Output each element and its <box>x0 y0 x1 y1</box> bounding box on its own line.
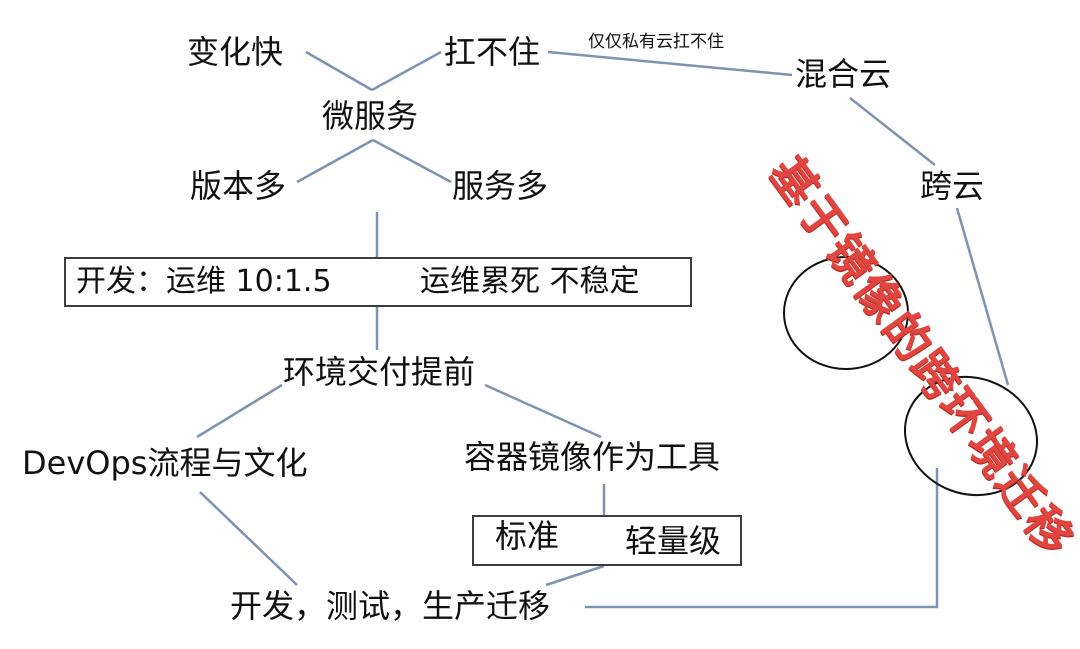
link-microservices-to-versions <box>296 138 374 184</box>
link-change-fast-to-microservices <box>305 50 373 92</box>
node-cannot-hold: 扛不住 <box>444 33 541 71</box>
node-many-services: 服务多 <box>452 167 549 205</box>
link-small-box-to-final <box>545 564 605 587</box>
text-lightweight: 轻量级 <box>625 522 722 560</box>
text-standard: 标准 <box>495 517 560 555</box>
ratio-box <box>64 257 692 307</box>
standard-lightweight-box <box>472 515 742 566</box>
link-microservices-to-services <box>372 138 452 184</box>
link-final-to-cross-env <box>585 468 939 609</box>
text-dev-ops-ratio: 开发：运维 10:1.5 <box>76 264 332 299</box>
link-env-to-devops <box>196 383 283 439</box>
stamp-oval-lower <box>903 375 1039 497</box>
node-many-versions: 版本多 <box>190 167 287 205</box>
link-hybrid-to-cross-cloud <box>849 97 936 166</box>
link-cannot-hold-to-microservices <box>371 50 442 92</box>
link-cross-cloud-down <box>955 207 1010 386</box>
link-devops-to-final <box>199 491 298 586</box>
link-env-to-container <box>484 383 602 439</box>
note-private-cloud: 仅仅私有云扛不住 <box>588 32 724 52</box>
node-env-delivery-early: 环境交付提前 <box>283 353 476 391</box>
node-hybrid-cloud: 混合云 <box>795 55 892 93</box>
node-devops-culture: DevOps流程与文化 <box>22 444 308 482</box>
node-cross-cloud: 跨云 <box>920 167 985 205</box>
text-ops-exhausted: 运维累死 不稳定 <box>420 264 640 299</box>
stamp-oval-upper <box>783 256 909 370</box>
link-cannot-hold-to-hybrid-cloud <box>547 50 793 77</box>
node-microservices: 微服务 <box>322 97 419 135</box>
node-dev-test-prod: 开发，测试，生产迁移 <box>230 587 551 625</box>
node-change-fast: 变化快 <box>187 33 284 71</box>
node-container-image-tool: 容器镜像作为工具 <box>464 438 721 476</box>
